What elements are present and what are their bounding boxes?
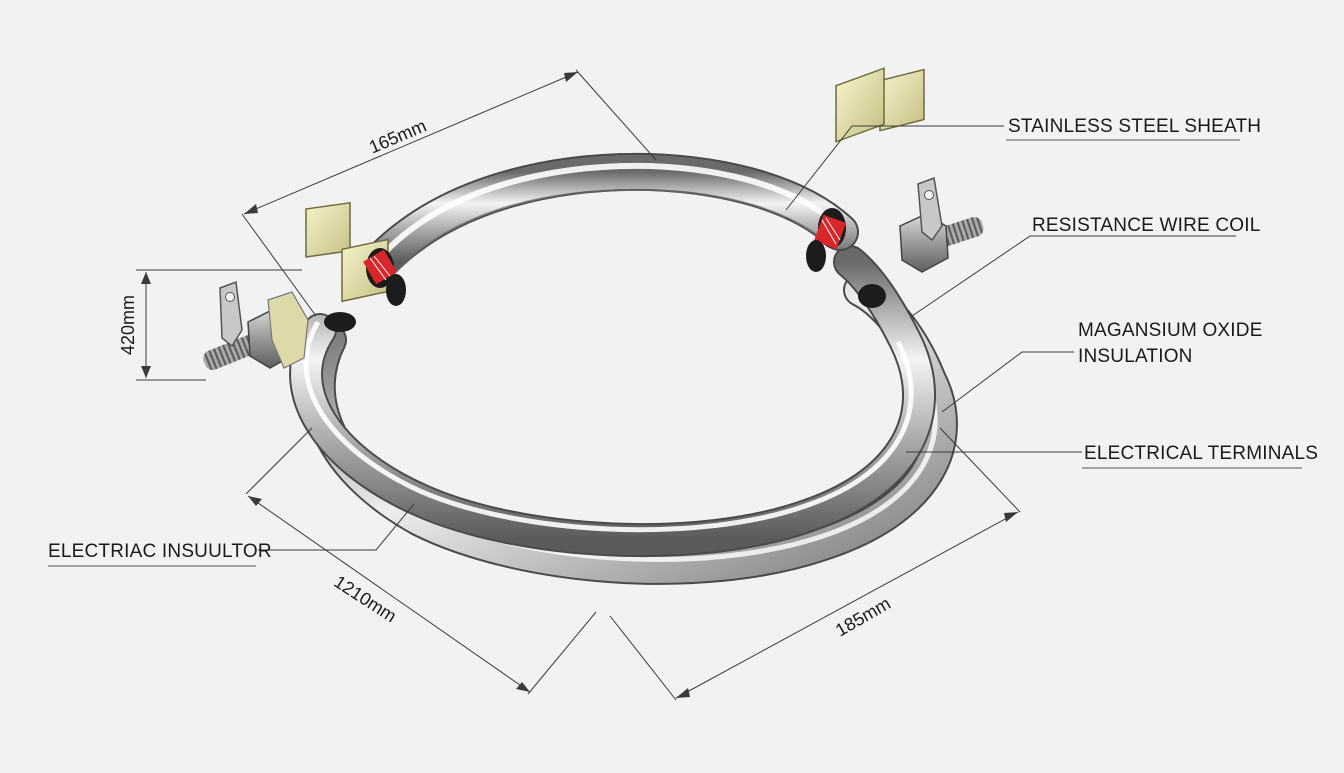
- right-coil-window: [806, 208, 847, 272]
- sheath-tube-group: [289, 152, 958, 585]
- left-terminal-assembly: [203, 201, 406, 370]
- dimension-left-label: 420mm: [118, 295, 138, 355]
- left-washer: [267, 291, 309, 369]
- right-lug-tab: [917, 176, 943, 242]
- right-terminal-assembly: [806, 67, 984, 308]
- callout-insulator: ELECTRIAC INSUULTOR: [48, 503, 415, 567]
- label-sheath: STAINLESS STEEL SHEATH: [1008, 116, 1261, 137]
- callout-sheath: STAINLESS STEEL SHEATH: [785, 116, 1261, 211]
- right-insulator-block-back: [879, 68, 925, 132]
- dimension-bottom-right-label: 185mm: [832, 593, 894, 640]
- label-coil: RESISTANCE WIRE COIL: [1032, 215, 1261, 236]
- right-insulator-block-front: [835, 67, 885, 143]
- left-lug-tab: [219, 280, 243, 348]
- dimension-bottom-left-label: 1210mm: [330, 572, 400, 627]
- dimension-left: 420mm: [118, 269, 302, 381]
- label-terminals: ELECTRICAL TERMINALS: [1084, 443, 1318, 464]
- left-coil-window: [363, 248, 406, 306]
- label-insulator: ELECTRIAC INSUULTOR: [48, 541, 272, 562]
- callout-coil: RESISTANCE WIRE COIL: [911, 215, 1261, 317]
- callout-oxide: MAGANSIUM OXIDE INSULATION: [941, 320, 1263, 413]
- label-oxide-line2: INSULATION: [1078, 346, 1193, 367]
- callout-terminals: ELECTRICAL TERMINALS: [906, 443, 1318, 469]
- dimension-top-label: 165mm: [366, 116, 429, 158]
- label-oxide-line1: MAGANSIUM OXIDE: [1078, 320, 1263, 341]
- left-insulator-block-back: [305, 201, 351, 258]
